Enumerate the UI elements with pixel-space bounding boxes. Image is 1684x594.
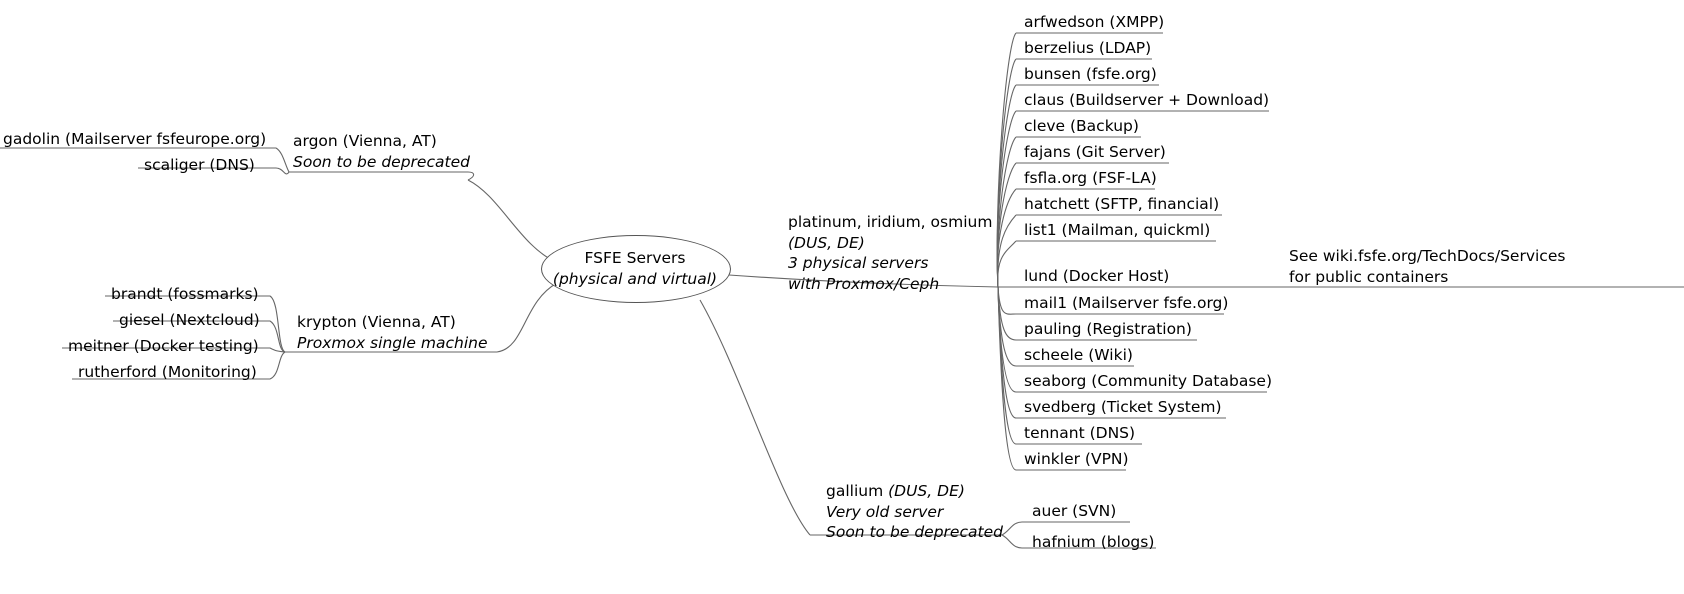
node-svedberg[interactable]: svedberg (Ticket System)	[1024, 398, 1222, 416]
node-lund[interactable]: lund (Docker Host)	[1024, 267, 1170, 285]
root-label-line1: FSFE Servers	[584, 249, 686, 267]
node-lund-note[interactable]: See wiki.fsfe.org/TechDocs/Services for …	[1289, 246, 1565, 287]
node-platinum-line3: 3 physical servers	[788, 254, 929, 272]
node-gallium[interactable]: gallium (DUS, DE) Very old server Soon t…	[826, 481, 1003, 543]
node-pauling[interactable]: pauling (Registration)	[1024, 320, 1192, 338]
node-giesel[interactable]: giesel (Nextcloud)	[119, 311, 260, 329]
node-brandt[interactable]: brandt (fossmarks)	[111, 285, 259, 303]
node-lund-note-line2: for public containers	[1289, 267, 1449, 286]
node-bunsen[interactable]: bunsen (fsfe.org)	[1024, 65, 1157, 83]
node-krypton[interactable]: krypton (Vienna, AT) Proxmox single mach…	[297, 312, 487, 353]
node-claus[interactable]: claus (Buildserver + Download)	[1024, 91, 1270, 109]
node-argon[interactable]: argon (Vienna, AT) Soon to be deprecated	[293, 131, 470, 172]
node-gallium-line3: Soon to be deprecated	[826, 523, 1003, 541]
node-krypton-line1: krypton (Vienna, AT)	[297, 313, 456, 331]
node-berzelius[interactable]: berzelius (LDAP)	[1024, 39, 1152, 57]
node-meitner[interactable]: meitner (Docker testing)	[68, 337, 259, 355]
root-node[interactable]: FSFE Servers (physical and virtual)	[541, 248, 729, 290]
root-ellipse	[541, 235, 731, 303]
node-platinum[interactable]: platinum, iridium, osmium (DUS, DE) 3 ph…	[788, 212, 992, 294]
node-mail1[interactable]: mail1 (Mailserver fsfe.org)	[1024, 294, 1229, 312]
node-platinum-line4: with Proxmox/Ceph	[788, 274, 940, 293]
node-scheele[interactable]: scheele (Wiki)	[1024, 346, 1133, 364]
node-lund-note-line1: See wiki.fsfe.org/TechDocs/Services	[1289, 247, 1566, 265]
node-gallium-location: (DUS, DE)	[888, 482, 965, 500]
node-platinum-line1: platinum, iridium, osmium	[788, 213, 993, 231]
node-gallium-name: gallium	[826, 482, 889, 500]
node-krypton-line2: Proxmox single machine	[297, 333, 488, 352]
node-fajans[interactable]: fajans (Git Server)	[1024, 143, 1166, 161]
node-arfwedson[interactable]: arfwedson (XMPP)	[1024, 13, 1165, 31]
node-cleve[interactable]: cleve (Backup)	[1024, 117, 1139, 135]
node-fsfla[interactable]: fsfla.org (FSF-LA)	[1024, 169, 1157, 187]
node-list1[interactable]: list1 (Mailman, quickml)	[1024, 221, 1211, 239]
node-gallium-line1: gallium (DUS, DE)	[826, 481, 1003, 502]
node-seaborg[interactable]: seaborg (Community Database)	[1024, 372, 1272, 390]
node-auer[interactable]: auer (SVN)	[1032, 502, 1117, 520]
node-gadolin[interactable]: gadolin (Mailserver fsfeurope.org)	[3, 130, 267, 148]
node-platinum-line2: (DUS, DE)	[788, 233, 865, 252]
node-winkler[interactable]: winkler (VPN)	[1024, 450, 1129, 468]
node-tennant[interactable]: tennant (DNS)	[1024, 424, 1136, 442]
root-label-line2: (physical and virtual)	[552, 270, 718, 288]
node-argon-line2: Soon to be deprecated	[293, 152, 470, 171]
node-hatchett[interactable]: hatchett (SFTP, financial)	[1024, 195, 1220, 213]
node-gallium-line2: Very old server	[826, 502, 944, 521]
node-rutherford[interactable]: rutherford (Monitoring)	[78, 363, 257, 381]
node-hafnium[interactable]: hafnium (blogs)	[1032, 533, 1155, 551]
node-scaliger[interactable]: scaliger (DNS)	[144, 156, 255, 174]
node-argon-line1: argon (Vienna, AT)	[293, 132, 437, 150]
